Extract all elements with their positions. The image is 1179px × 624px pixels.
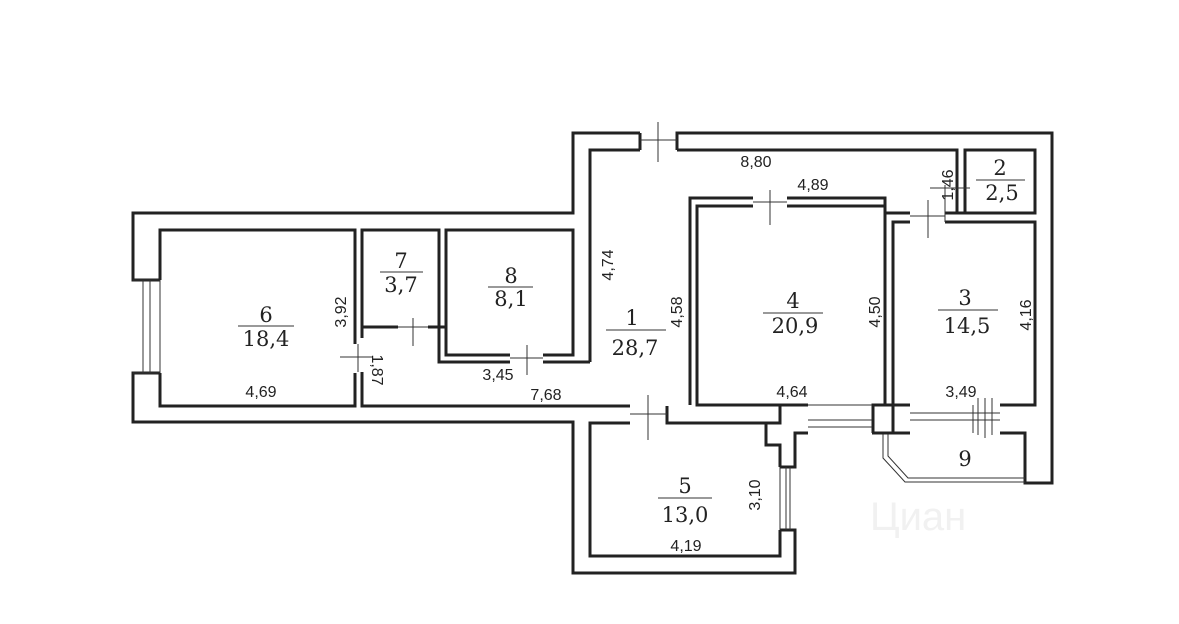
door-marks (340, 122, 993, 440)
room-7-walls (360, 228, 630, 408)
svg-text:4,58: 4,58 (669, 296, 686, 327)
room-label-4: 420,9 (763, 289, 823, 338)
room-6-walls (158, 228, 357, 408)
room-label-2: 22,5 (976, 156, 1025, 205)
svg-text:3,45: 3,45 (482, 367, 513, 384)
svg-text:8,80: 8,80 (740, 154, 771, 171)
room-8-walls (437, 228, 590, 364)
room-label-9: 9 (958, 447, 971, 471)
svg-text:5: 5 (678, 474, 691, 498)
svg-text:14,5: 14,5 (944, 314, 991, 338)
room-label-7: 73,7 (380, 249, 423, 297)
wall-room-1 (588, 148, 967, 405)
watermark: Циан (870, 495, 966, 539)
svg-text:3,92: 3,92 (333, 296, 350, 327)
svg-text:28,7: 28,7 (612, 336, 659, 360)
dimensions: 8,80 4,89 1,46 4,74 4,58 4,50 4,16 4,64 … (245, 154, 1035, 555)
room-label-3: 314,5 (938, 286, 998, 338)
svg-text:3,7: 3,7 (384, 273, 417, 297)
svg-text:4,50: 4,50 (867, 296, 884, 327)
svg-text:18,4: 18,4 (243, 327, 290, 351)
window-room-3 (910, 405, 1000, 433)
svg-text:3: 3 (958, 286, 971, 310)
svg-text:1,46: 1,46 (940, 169, 957, 200)
svg-text:4: 4 (786, 289, 799, 313)
svg-text:2,5: 2,5 (985, 181, 1018, 205)
window-room-5 (779, 467, 791, 530)
balcony-9 (882, 433, 1025, 483)
svg-text:7: 7 (394, 249, 407, 273)
svg-text:1,87: 1,87 (368, 354, 385, 385)
svg-text:2: 2 (993, 156, 1006, 180)
room-4-walls (695, 204, 887, 407)
svg-text:13,0: 13,0 (662, 503, 709, 527)
svg-text:3,49: 3,49 (945, 384, 976, 401)
room-label-8: 88,1 (488, 264, 533, 311)
svg-text:8: 8 (504, 264, 517, 288)
svg-text:8,1: 8,1 (494, 287, 527, 311)
svg-text:4,19: 4,19 (670, 538, 701, 555)
svg-text:6: 6 (259, 303, 272, 327)
window-room-6 (133, 279, 161, 374)
room-label-6: 618,4 (238, 303, 294, 351)
room-label-5: 513,0 (658, 474, 712, 527)
svg-text:20,9: 20,9 (772, 314, 819, 338)
room-2-walls (963, 148, 1037, 215)
room-3-walls (891, 220, 1037, 407)
room-label-1: 128,7 (606, 306, 666, 360)
svg-text:4,69: 4,69 (245, 384, 276, 401)
svg-text:4,89: 4,89 (797, 177, 828, 194)
svg-text:7,68: 7,68 (530, 387, 561, 404)
svg-text:1: 1 (625, 306, 638, 330)
svg-text:3,10: 3,10 (747, 479, 764, 510)
room-5-walls (588, 403, 808, 558)
svg-text:4,64: 4,64 (776, 384, 807, 401)
svg-text:4,74: 4,74 (600, 249, 617, 280)
window-room-4 (808, 404, 872, 428)
svg-text:4,16: 4,16 (1018, 299, 1035, 330)
